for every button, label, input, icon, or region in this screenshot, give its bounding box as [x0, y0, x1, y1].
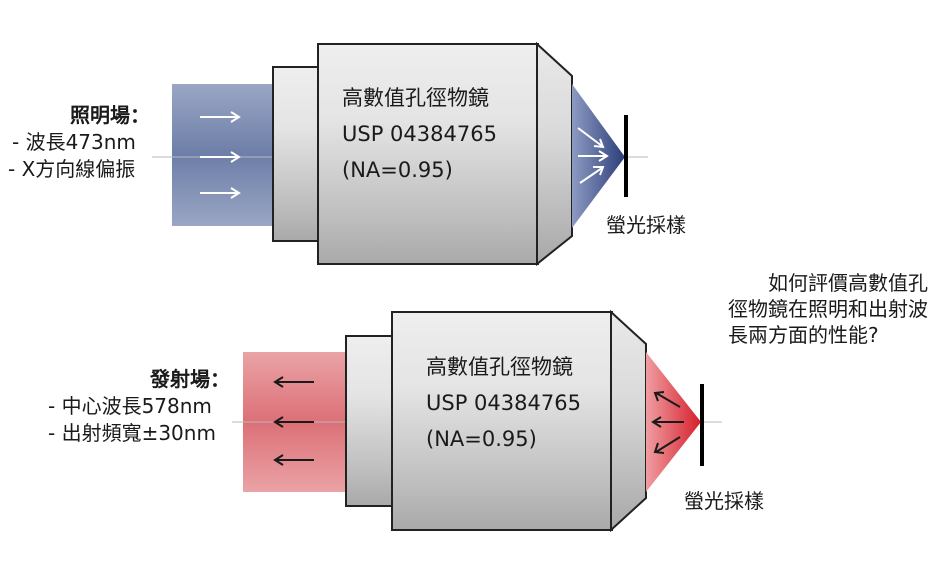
focus-cone-top	[572, 84, 625, 228]
question-line: 徑物鏡在照明和出射波	[728, 297, 928, 321]
emission-arrows	[273, 376, 314, 466]
objective-name: 高數值孔徑物鏡	[426, 355, 573, 379]
illumination-beam	[172, 84, 280, 226]
objective-lens-bottom	[345, 309, 647, 533]
question-line: 如何評價高數值孔	[768, 271, 928, 295]
sample-label-bottom: 螢光採樣	[684, 489, 764, 513]
question-line: 長兩方面的性能?	[728, 323, 879, 347]
objective-patent: USP 04384765	[426, 391, 581, 415]
emission-cone-bottom	[646, 352, 701, 492]
objective-label-top: 高數值孔徑物鏡 USP 04384765 (NA=0.95)	[342, 80, 497, 188]
illumination-field-title: 照明場：	[70, 103, 150, 127]
illumination-polarization: - X方向線偏振	[8, 157, 136, 181]
objective-patent: USP 04384765	[342, 122, 497, 146]
illumination-wavelength: - 波長473nm	[12, 130, 136, 154]
emission-field-title: 發射場：	[150, 367, 230, 391]
question-text: 如何評價高數值孔 徑物鏡在照明和出射波 長兩方面的性能?	[728, 270, 928, 348]
objective-na: (NA=0.95)	[342, 158, 453, 182]
objective-lens-top	[272, 41, 573, 267]
illumination-arrows	[200, 111, 241, 199]
emission-bandwidth: - 出射頻寬±30nm	[48, 421, 216, 445]
sample-label-top: 螢光採樣	[606, 213, 686, 237]
emission-center-wavelength: - 中心波長578nm	[48, 394, 212, 418]
objective-label-bottom: 高數值孔徑物鏡 USP 04384765 (NA=0.95)	[426, 349, 581, 457]
objective-na: (NA=0.95)	[426, 427, 537, 451]
objective-name: 高數值孔徑物鏡	[342, 86, 489, 110]
